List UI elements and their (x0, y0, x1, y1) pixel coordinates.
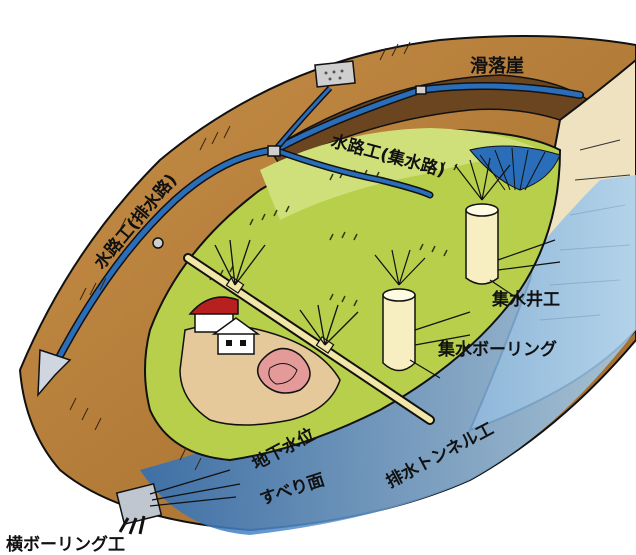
label-boring-collect: 集水ボーリング (437, 339, 557, 360)
scarp-fan (469, 145, 561, 191)
collect-well-lower (374, 249, 471, 379)
collect-well-upper (454, 157, 561, 301)
junction-boxes (152, 85, 427, 249)
label-well: 集水井工 (491, 289, 560, 310)
horizontal-boring-box (115, 469, 241, 535)
tunnel-borings (214, 239, 359, 346)
soil-texture (69, 41, 411, 471)
label-horizontal-boring: 横ボーリング工 (6, 534, 125, 555)
pond (256, 347, 311, 394)
grass-highlight (260, 128, 540, 220)
outlet-end (37, 348, 72, 398)
label-scarp: 滑落崖 (470, 55, 524, 77)
house-white (211, 317, 261, 355)
outlet-box (314, 60, 356, 88)
house-barn (188, 296, 239, 333)
